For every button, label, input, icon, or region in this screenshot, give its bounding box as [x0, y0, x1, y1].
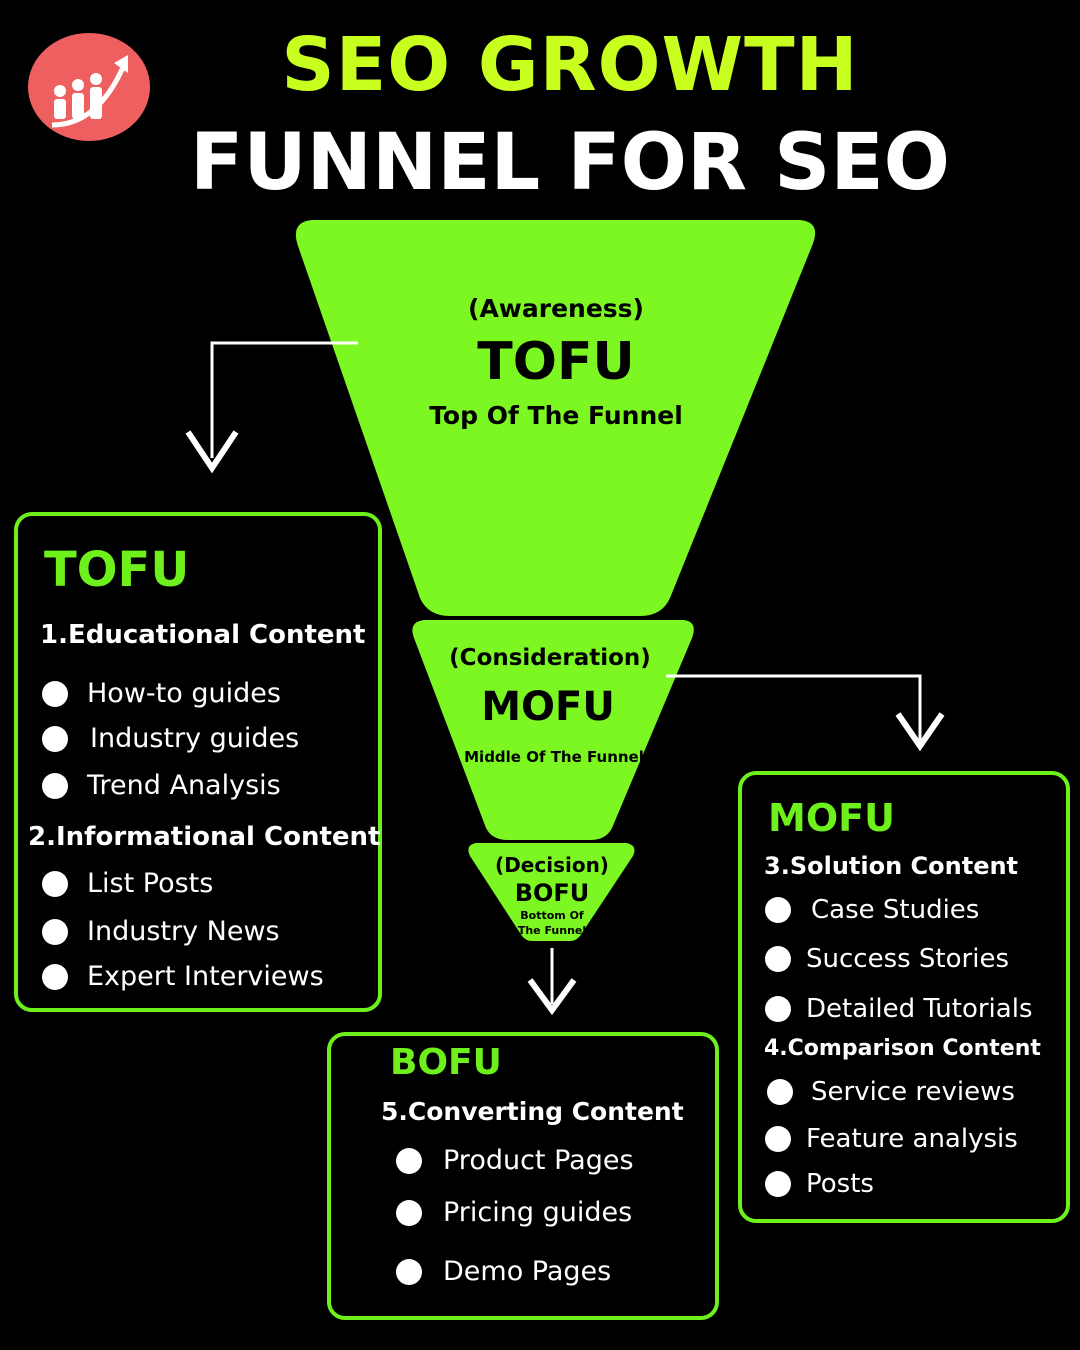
list-item: Expert Interviews — [42, 961, 324, 992]
arrow-to-mofu — [666, 674, 945, 752]
mofu-box-title: MOFU — [768, 796, 895, 840]
list-item: Industry News — [42, 916, 280, 947]
list-item: Service reviews — [767, 1077, 1015, 1107]
list-item: Feature analysis — [765, 1124, 1018, 1154]
tofu-acronym: TOFU — [477, 332, 635, 392]
tofu-stage-label: (Awareness) — [468, 294, 644, 323]
arrow-to-tofu — [185, 341, 358, 474]
bofu-full-name-line1: Bottom Of — [520, 909, 584, 922]
growth-chart-icon — [51, 55, 128, 128]
list-item: Pricing guides — [396, 1197, 632, 1228]
list-item: Product Pages — [396, 1145, 634, 1176]
bofu-stage-label: (Decision) — [495, 853, 609, 877]
funnel-bofu-segment — [468, 843, 635, 941]
bullet-icon — [765, 996, 791, 1022]
list-item: How-to guides — [42, 678, 281, 709]
list-item: Case Studies — [765, 895, 979, 925]
list-item: Industry guides — [42, 723, 299, 754]
bofu-full-name-line2: The Funnel — [517, 924, 587, 937]
list-item: Detailed Tutorials — [765, 994, 1032, 1024]
bullet-icon — [765, 946, 791, 972]
mofu-acronym: MOFU — [481, 684, 615, 730]
tofu-content-box — [14, 512, 382, 1012]
tofu-heading-informational: 2.Informational Content — [28, 822, 381, 852]
bullet-icon — [42, 725, 68, 752]
bullet-icon — [396, 1199, 422, 1226]
bofu-box-title: BOFU — [390, 1042, 502, 1083]
mofu-stage-label: (Consideration) — [449, 645, 651, 671]
arrow-to-bofu — [527, 948, 577, 1016]
funnel-tofu-segment — [295, 220, 816, 616]
bofu-acronym: BOFU — [514, 879, 590, 907]
bullet-icon — [42, 680, 68, 707]
funnel-mofu-segment — [412, 620, 694, 840]
list-item: Demo Pages — [396, 1256, 611, 1287]
title-line2: FUNNEL FOR SEO — [190, 118, 950, 208]
bofu-heading-converting: 5.Converting Content — [381, 1097, 684, 1126]
tofu-full-name: Top Of The Funnel — [429, 401, 683, 430]
bullet-icon — [767, 1079, 793, 1105]
list-item: List Posts — [42, 868, 213, 899]
tofu-box-title: TOFU — [44, 542, 190, 598]
bullet-icon — [396, 1147, 422, 1174]
bullet-icon — [42, 963, 68, 990]
mofu-full-name: Middle Of The Funnel — [464, 748, 644, 766]
bullet-icon — [765, 1171, 791, 1197]
bullet-icon — [765, 1126, 791, 1152]
logo — [28, 33, 150, 141]
tofu-heading-educational: 1.Educational Content — [40, 620, 366, 650]
list-item: Success Stories — [765, 944, 1009, 974]
list-item: Trend Analysis — [42, 770, 281, 801]
bofu-content-box — [327, 1032, 719, 1320]
list-item: Posts — [765, 1169, 874, 1199]
bullet-icon — [42, 772, 68, 799]
bullet-icon — [42, 918, 68, 945]
title-line1: SEO GROWTH — [281, 22, 859, 108]
mofu-content-box — [738, 771, 1070, 1223]
bullet-icon — [765, 897, 791, 923]
mofu-heading-comparison: 4.Comparison Content — [764, 1036, 1041, 1061]
mofu-heading-solution: 3.Solution Content — [764, 852, 1019, 880]
bullet-icon — [396, 1258, 422, 1285]
bullet-icon — [42, 870, 68, 897]
